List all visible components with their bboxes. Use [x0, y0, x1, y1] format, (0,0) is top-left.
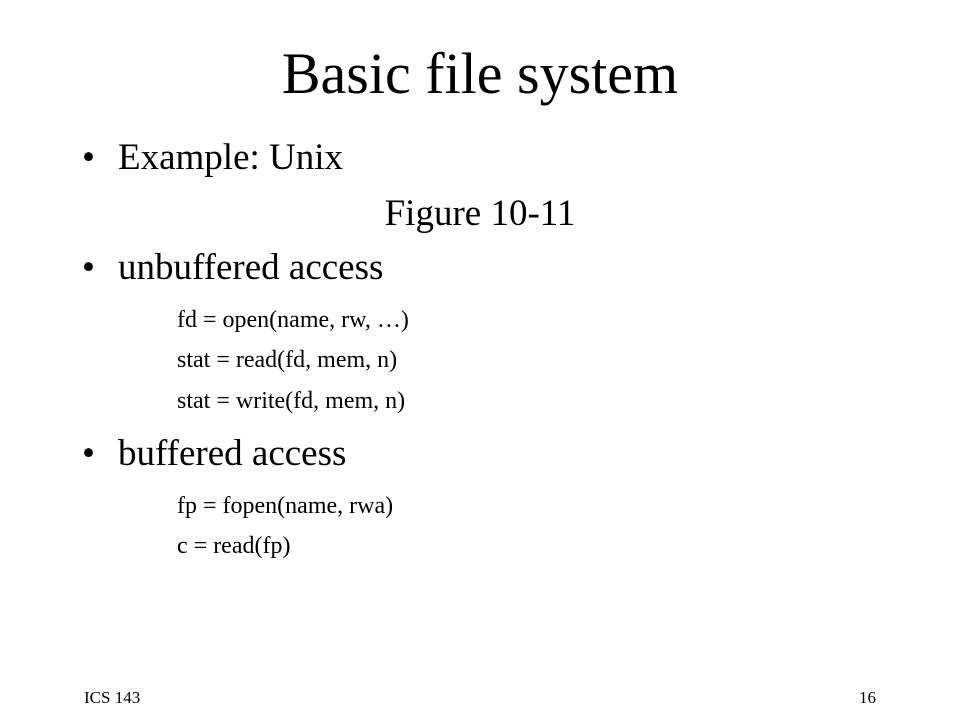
bullet-example-unix: • Example: Unix [82, 136, 343, 180]
bullet-text: Example: Unix [118, 137, 344, 178]
footer-course: ICS 143 [84, 688, 141, 707]
bullet-dot: • [82, 433, 95, 474]
code-line-read: stat = read(fd, mem, n) [177, 347, 398, 373]
footer-page-number: 16 [859, 688, 876, 707]
code-line-fopen: fp = fopen(name, rwa) [177, 493, 394, 519]
code-line-fread: c = read(fp) [177, 533, 291, 559]
bullet-dot: • [82, 137, 95, 178]
code-line-open: fd = open(name, rw, …) [177, 307, 409, 333]
slide-title: Basic file system [281, 41, 679, 106]
bullet-text: buffered access [118, 433, 347, 474]
bullet-text: unbuffered access [118, 247, 384, 288]
bullet-unbuffered-access: • unbuffered access [82, 246, 383, 290]
code-line-write: stat = write(fd, mem, n) [177, 388, 406, 414]
bullet-buffered-access: • buffered access [82, 432, 346, 476]
bullet-dot: • [82, 247, 95, 288]
figure-reference: Figure 10-11 [384, 193, 576, 234]
